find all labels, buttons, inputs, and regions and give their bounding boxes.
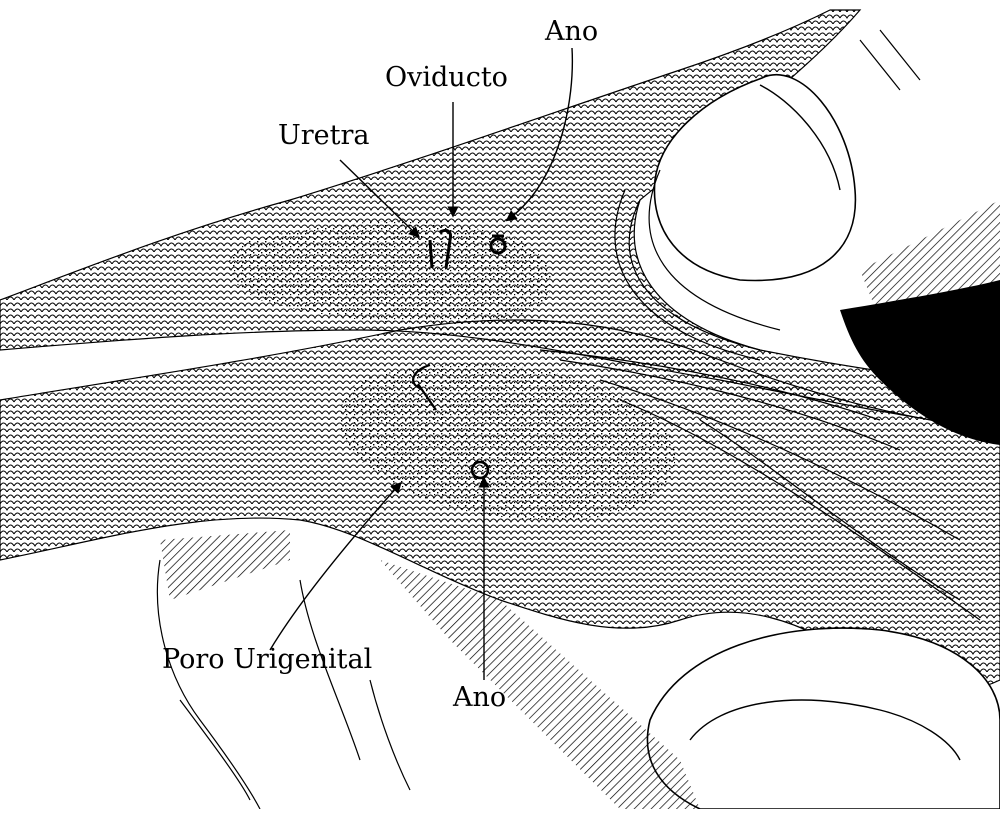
- lower-thumb-outline: [647, 628, 1000, 809]
- label-uretra: Uretra: [278, 122, 370, 149]
- label-ano-top: Ano: [545, 18, 598, 45]
- lower-finger-contours: [157, 560, 410, 809]
- label-ano-bottom: Ano: [453, 684, 506, 711]
- label-poro-urigenital: Poro Urigenital: [162, 646, 372, 673]
- finger-top-lines: [860, 30, 920, 90]
- label-oviducto: Oviducto: [385, 64, 508, 91]
